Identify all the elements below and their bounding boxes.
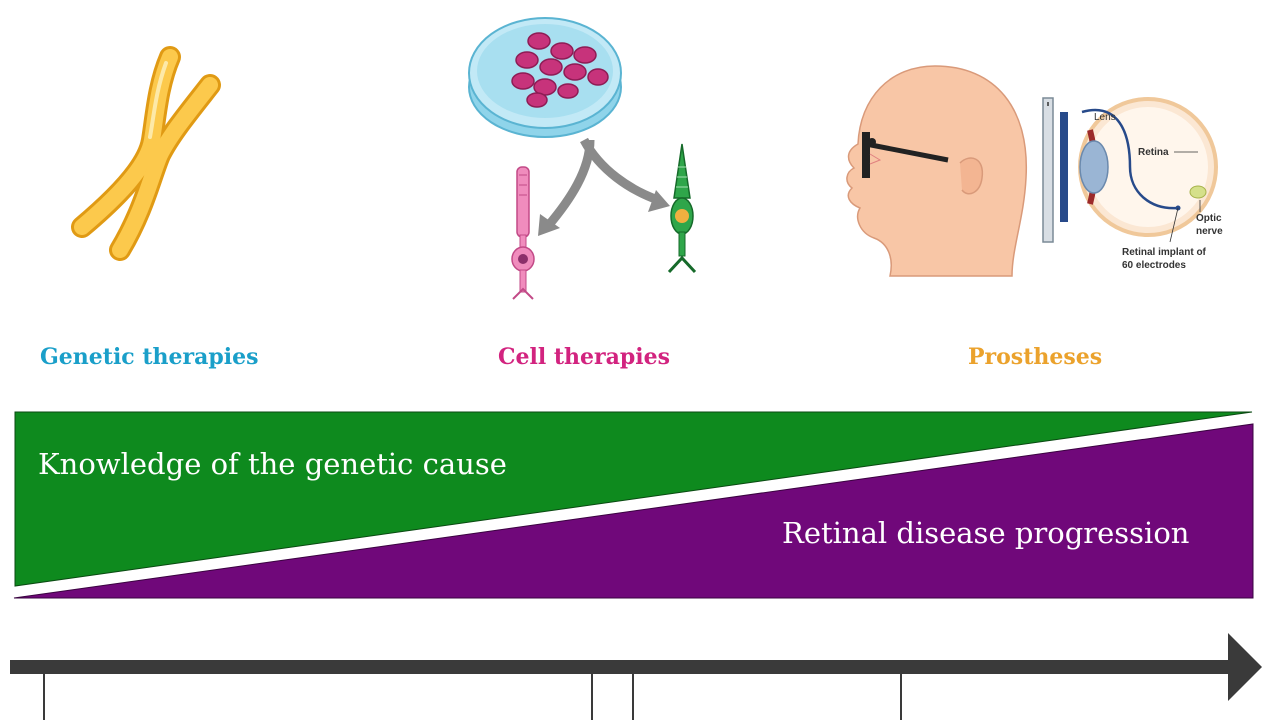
optic-label-2: nerve xyxy=(1196,226,1223,237)
progression-band xyxy=(13,423,1254,599)
petri-dish-icon xyxy=(468,17,622,138)
implant-label-2: 60 electrodes xyxy=(1122,260,1186,271)
cell-therapies-label: Cell therapies xyxy=(498,344,671,370)
optic-label-1: Optic xyxy=(1196,213,1222,224)
lens-label: Lens xyxy=(1094,112,1116,123)
chromosome-icon xyxy=(71,46,221,261)
genetic-therapies-label: Genetic therapies xyxy=(40,344,259,370)
differentiation-arrows xyxy=(538,137,670,236)
knowledge-band-text: Knowledge of the genetic cause xyxy=(38,447,507,481)
progression-band-text: Retinal disease progression xyxy=(782,516,1190,550)
eye-cross-section-icon: Lens Retina Optic nerve Retinal implant … xyxy=(1042,97,1223,271)
cone-cell-icon xyxy=(667,143,697,274)
triangle-bands xyxy=(13,411,1254,599)
implant-label-1: Retinal implant of xyxy=(1122,247,1207,258)
prostheses-label: Prostheses xyxy=(968,344,1103,370)
retina-label: Retina xyxy=(1138,147,1169,158)
head-with-glasses-icon xyxy=(846,65,1028,277)
rod-cell-icon xyxy=(511,166,535,300)
knowledge-band xyxy=(14,411,1253,587)
timeline-arrow-icon xyxy=(10,633,1262,720)
